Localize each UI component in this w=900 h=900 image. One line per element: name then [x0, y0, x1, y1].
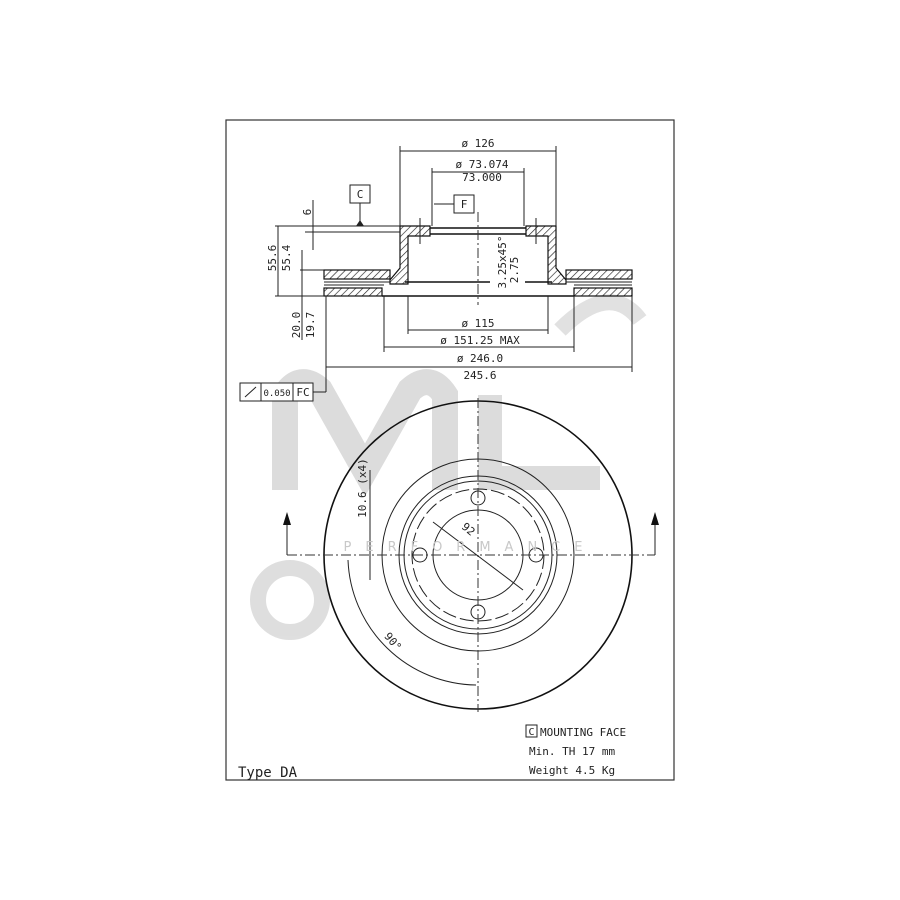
- dim-disc-thickness-max: 20.0: [290, 312, 303, 339]
- type-label: Type DA: [238, 765, 298, 781]
- datum-c-label: C: [357, 188, 364, 201]
- dim-angle: 90°: [381, 630, 404, 654]
- front-view: 92 10.6 (x4) 90°: [283, 398, 659, 712]
- watermark-logo: [250, 294, 647, 640]
- notes-block: C MOUNTING FACE Min. TH 17 mm Weight 4.5…: [525, 724, 626, 777]
- dim-center-bore-min: 73.000: [462, 171, 502, 184]
- watermark-text: PERFORMANCE: [344, 540, 597, 555]
- drawing-frame: [225, 119, 675, 781]
- note-datum-c: C: [528, 727, 534, 738]
- dim-vent-diameter: ø 151.25 MAX: [440, 334, 520, 347]
- dim-outer-diameter-max: ø 246.0: [457, 352, 503, 365]
- dim-chamfer-2: 2.75: [508, 257, 521, 284]
- dim-flange-thickness: 6: [301, 209, 314, 216]
- dim-hub-diameter: ø 126: [461, 137, 494, 150]
- dim-bolt-hole: 10.6 (x4): [356, 458, 369, 518]
- note-min-thickness: Min. TH 17 mm: [529, 745, 615, 758]
- dim-outer-diameter-min: 245.6: [463, 369, 496, 382]
- svg-text:0.050: 0.050: [263, 389, 290, 399]
- runout-tolerance-frame: 0.050 FC: [239, 372, 327, 402]
- note-weight: Weight 4.5 Kg: [529, 764, 615, 777]
- dim-height-max: 55.6: [266, 245, 279, 272]
- datum-f-label: F: [461, 198, 468, 211]
- runout-icon: [244, 386, 257, 398]
- dim-height-min: 55.4: [280, 244, 293, 271]
- dim-bolt-circle: 92: [459, 520, 478, 538]
- note-mounting-face: MOUNTING FACE: [540, 726, 626, 739]
- dim-chamfer: 3.25x45°: [496, 236, 509, 289]
- dim-inner-diameter: ø 115: [461, 317, 494, 330]
- section-view: ø 126 ø 73.074 73.000 F C 6 55.6 55.4 20…: [239, 137, 633, 402]
- dim-center-bore-max: ø 73.074: [456, 158, 509, 171]
- svg-text:FC: FC: [296, 386, 309, 399]
- dim-disc-thickness-min: 19.7: [304, 312, 317, 339]
